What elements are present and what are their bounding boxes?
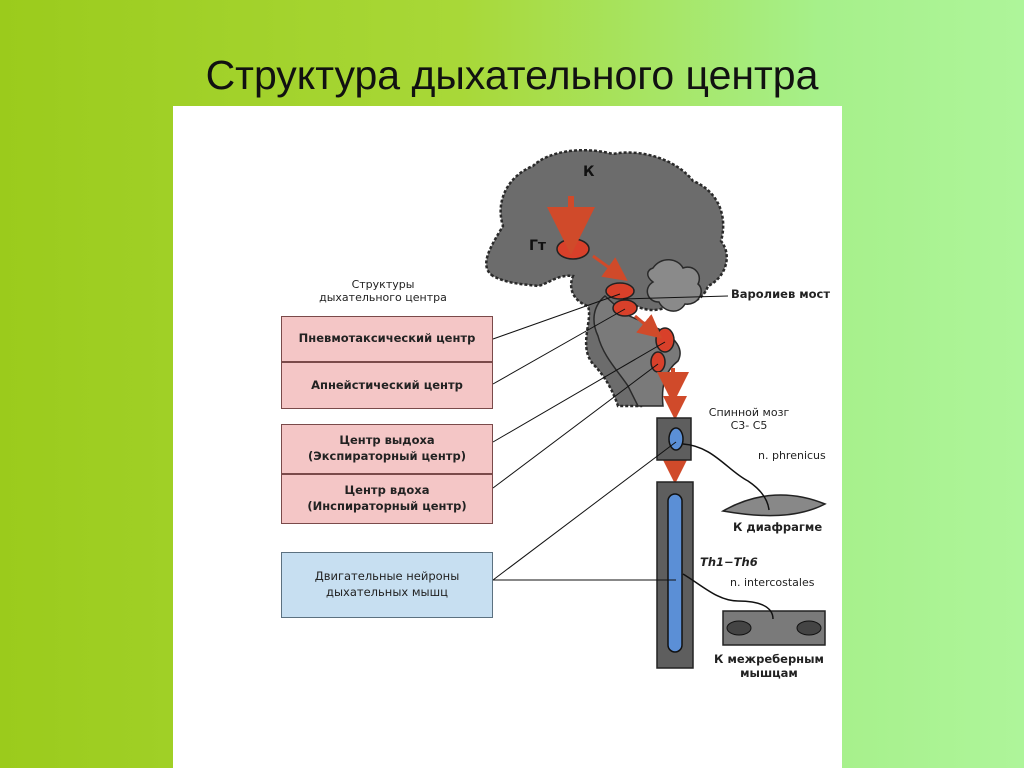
phrenicus-label: n. phrenicus <box>758 449 826 462</box>
leader-expiratory <box>492 341 666 443</box>
intercostales-label: n. intercostales <box>730 576 815 589</box>
respiratory-center-diagram: К Гт Структуры дыхательного центра Пневм… <box>173 106 842 768</box>
motor-neurons-label: Двигательные нейроны дыхательных мышц <box>314 569 460 599</box>
structures-header: Структуры дыхательного центра <box>319 278 447 304</box>
leader-motor-cervical <box>492 441 677 581</box>
expiratory-center-box: Центр выдоха (Экспираторный центр) <box>281 424 493 474</box>
phrenic-nerve <box>682 443 770 511</box>
rib-right <box>796 620 822 636</box>
leader-apneustic <box>492 308 626 385</box>
inspiratory-center-box: Центр вдоха (Инспираторный центр) <box>281 474 493 524</box>
diagram-drawing <box>485 148 827 669</box>
diaphragm-shape <box>720 494 827 517</box>
intercostal-muscles-label: К межреберным мышцам <box>714 652 824 680</box>
leader-pons <box>622 295 729 300</box>
intercostal-nerve <box>682 573 774 620</box>
hypothalamus-arrow <box>592 254 628 282</box>
slide-title: Структура дыхательного центра <box>205 52 819 98</box>
cervical-motor-neuron <box>668 427 684 451</box>
motor-neurons-box: Двигательные нейроны дыхательных мышц <box>281 552 493 618</box>
pons-label: Варолиев мост <box>731 287 831 301</box>
spinal-cord-label: Спинной мозг C3- C5 <box>708 406 790 432</box>
leader-inspiratory <box>492 363 659 489</box>
apneustic-center-box: Апнейстический центр <box>281 362 493 409</box>
apneustic-center-label: Апнейстический центр <box>311 377 463 392</box>
thoracic-motor-column <box>667 493 683 653</box>
expiratory-center-label: Центр выдоха (Экспираторный центр) <box>308 433 466 463</box>
thoracic-label: Th1−Th6 <box>700 555 758 569</box>
leader-pneumotaxic <box>492 293 621 340</box>
cortex-label: К <box>583 164 595 180</box>
hypothalamus-nucleus <box>556 238 590 260</box>
diaphragm-label: К диафрагме <box>733 520 823 534</box>
pneumotaxic-center-label: Пневмотаксический центр <box>298 331 476 346</box>
pneumotaxic-nucleus <box>605 282 635 300</box>
rib-left <box>726 620 752 636</box>
pneumotaxic-center-box: Пневмотаксический центр <box>281 316 493 362</box>
inspiratory-center-label: Центр вдоха (Инспираторный центр) <box>307 483 467 513</box>
inspiratory-nucleus <box>650 351 666 373</box>
pons-arrow <box>634 314 663 339</box>
expiratory-nucleus <box>655 327 675 353</box>
hypothalamus-label: Гт <box>529 238 547 254</box>
